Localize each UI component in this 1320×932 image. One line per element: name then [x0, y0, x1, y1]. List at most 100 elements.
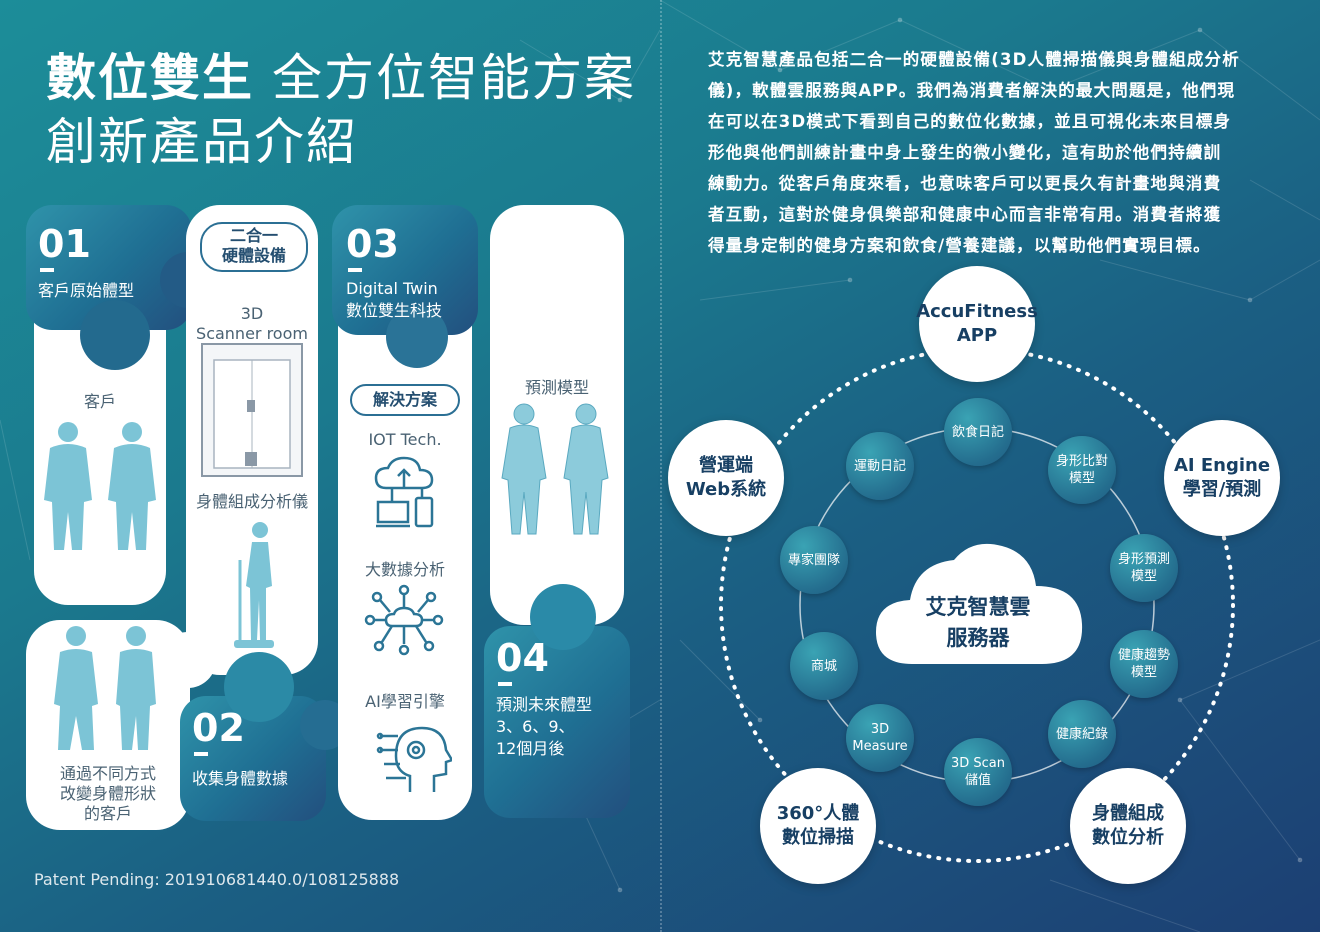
changed-figures-icon — [54, 626, 156, 750]
intro-line: 儀)，軟體雲服務與APP。我們為消費者解決的最大問題是，他們現 — [708, 81, 1236, 100]
node-ai-engine: AI Engine 學習/預測 — [1164, 420, 1280, 536]
intro-line: 形他與他們訓練計畫中身上發生的微小變化，這有助於他們持續訓 — [708, 143, 1222, 162]
cloud-server-line1: 艾克智慧雲 — [925, 595, 1031, 619]
step-02-puzzle-tab — [224, 652, 294, 722]
analyzer-label: 身體組成分析儀 — [195, 492, 308, 511]
hardware-pill-line2: 硬體設備 — [221, 246, 286, 265]
node-line: 儲值 — [964, 773, 991, 788]
iot-label: IOT Tech. — [368, 430, 442, 449]
node-expert-team: 專家團隊 — [780, 526, 848, 594]
step-04-label: 預測未來體型 3、6、9、 12個月後 — [496, 694, 592, 760]
node-line: 3D — [870, 722, 890, 737]
predicted-figures-icon — [501, 403, 609, 535]
node-line: 360°人體 — [776, 803, 860, 824]
step-04-dash — [498, 682, 512, 686]
scanner-label-line1: 3D — [240, 304, 264, 323]
scanner-label-line2: Scanner room — [196, 324, 308, 343]
node-line: AI Engine — [1173, 455, 1271, 476]
page-title: 數位雙生全方位智能方案 — [46, 38, 636, 110]
node-line: 身形預測 — [1117, 552, 1170, 567]
node-line: 模型 — [1068, 471, 1095, 486]
step-03-label: Digital Twin 數位雙生科技 — [346, 278, 442, 322]
solution-pill: 解決方案 — [350, 384, 460, 416]
prediction-model-label: 預測模型 — [524, 378, 589, 397]
node-line: 模型 — [1130, 665, 1157, 680]
node-line: 身體組成 — [1092, 803, 1164, 824]
intro-line: 得量身定制的健身方案和飲食/營養建議，以幫助他們實現目標。 — [708, 236, 1211, 255]
node-line: APP — [956, 325, 998, 346]
hardware-pill-line1: 二合一 — [229, 226, 278, 245]
step-01b-line3: 的客戶 — [83, 804, 132, 823]
step-04-label-line1: 預測未來體型 — [496, 695, 593, 714]
node-line: 健康趨勢 — [1117, 648, 1170, 663]
overweight-figures-icon — [44, 422, 156, 550]
node-health-record: 健康紀錄 — [1048, 700, 1116, 768]
step-03-dash — [348, 268, 362, 272]
iot-cloud-icon — [374, 456, 434, 528]
step-02-number: 02 — [192, 706, 245, 750]
hardware-pill: 二合一 硬體設備 — [200, 222, 308, 272]
step-03-label-line1: Digital Twin — [346, 279, 438, 298]
ai-engine-label: AI學習引擎 — [365, 692, 445, 711]
step-01b-line1: 通過不同方式 — [59, 764, 156, 783]
scanner-room-icon — [201, 343, 303, 477]
node-line: 學習/預測 — [1182, 479, 1262, 500]
node-line: 數位分析 — [1092, 827, 1164, 848]
cloud-server-label: 艾克智慧雲 服務器 — [908, 592, 1048, 654]
node-3d-scan-value: 3D Scan 儲值 — [944, 738, 1012, 806]
intro-paragraph: 艾克智慧產品包括二合一的硬體設備(3D人體掃描儀與身體組成分析 儀)，軟體雲服務… — [708, 44, 1288, 261]
ai-head-icon — [376, 726, 452, 792]
step-04-card — [490, 205, 624, 625]
node-line: 商城 — [810, 658, 837, 674]
step-01-puzzle-tab — [80, 300, 150, 370]
step-02-label: 收集身體數據 — [192, 769, 289, 788]
node-line: 專家團隊 — [787, 552, 840, 568]
node-line: AccuFitness — [916, 301, 1038, 322]
node-health-trend: 健康趨勢模型 — [1110, 630, 1178, 698]
node-line: 營運端 — [699, 455, 753, 476]
node-line: 3D Scan — [950, 756, 1006, 771]
node-line: 健康紀錄 — [1055, 726, 1108, 742]
intro-line: 在可以在3D模式下看到自己的數位化數據，並且可視化未來目標身 — [708, 112, 1232, 131]
title-light: 全方位智能方案 — [272, 49, 636, 107]
cloud-server-icon — [876, 543, 1083, 664]
node-line: Measure — [852, 739, 908, 754]
bigdata-label: 大數據分析 — [364, 560, 445, 579]
intro-line: 練動力。從客戶角度來看，也意味客戶可以更長久有計畫地與消費 — [708, 174, 1222, 193]
node-shop: 商城 — [790, 632, 858, 700]
node-360-scan: 360°人體數位掃描 — [760, 768, 876, 884]
bigdata-network-icon — [364, 584, 444, 656]
customer-label: 客戶 — [83, 392, 116, 411]
step-01-number: 01 — [38, 222, 91, 266]
patent-text: Patent Pending: 201910681440.0/108125888 — [34, 870, 400, 889]
node-line: 模型 — [1130, 569, 1157, 584]
step-04-number: 04 — [496, 636, 549, 680]
title-bold: 數位雙生 — [46, 49, 254, 107]
step-01-label: 客戶原始體型 — [38, 281, 135, 300]
step-01b-text: 通過不同方式 改變身體形狀 的客戶 — [30, 764, 186, 824]
node-line: 數位掃描 — [781, 827, 854, 848]
node-line: Web系統 — [685, 479, 767, 500]
cloud-server-line2: 服務器 — [946, 626, 1010, 650]
node-web-system: 營運端 Web系統 — [668, 420, 784, 536]
page-subtitle: 創新產品介紹 — [46, 113, 358, 171]
node-diet-diary: 飲食日記 — [944, 398, 1012, 466]
step-01-dash — [40, 268, 54, 272]
node-3d-measure: 3D Measure — [846, 704, 914, 772]
node-shape-compare: 身形比對模型 — [1048, 436, 1116, 504]
step-04-label-line2: 3、6、9、 — [496, 717, 575, 736]
node-body-composition: 身體組成數位分析 — [1070, 768, 1186, 884]
node-line: 身形比對 — [1055, 454, 1108, 469]
node-line: 飲食日記 — [951, 424, 1004, 440]
step-03-label-line2: 數位雙生科技 — [346, 301, 443, 320]
step-04-label-line3: 12個月後 — [496, 739, 565, 758]
step-03-number: 03 — [346, 222, 399, 266]
page-divider — [660, 0, 662, 932]
node-line: 運動日記 — [853, 458, 906, 474]
body-analyzer-icon — [234, 522, 274, 648]
node-sport-diary: 運動日記 — [846, 432, 914, 500]
step-01b-line2: 改變身體形狀 — [59, 784, 156, 803]
step-03-puzzle-tab — [386, 306, 448, 368]
intro-line: 艾克智慧產品包括二合一的硬體設備(3D人體掃描儀與身體組成分析 — [708, 50, 1240, 69]
